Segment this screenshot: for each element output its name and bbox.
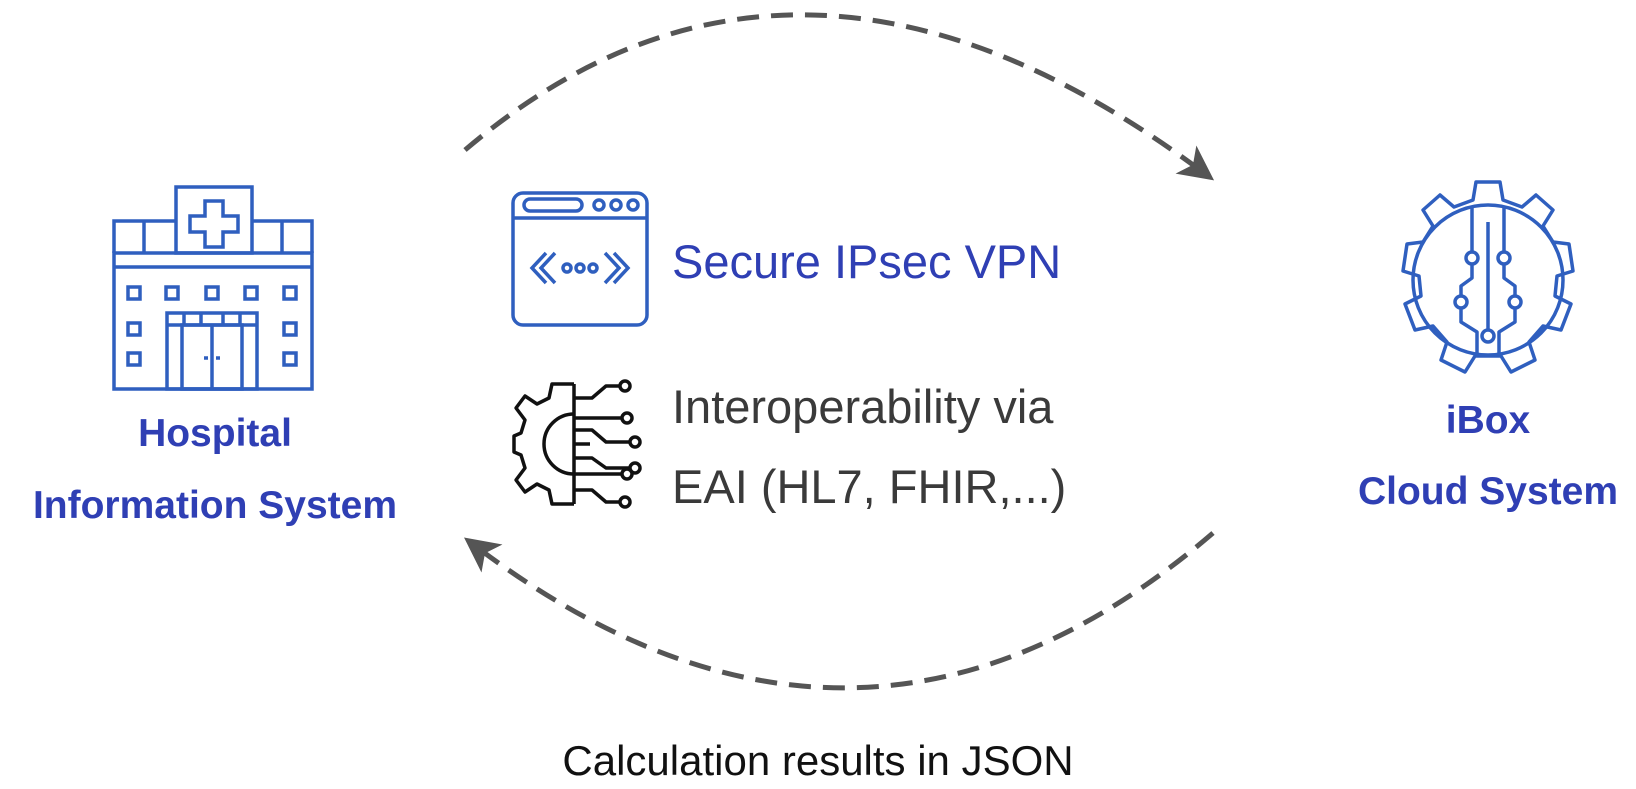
caption-text: Calculation results in JSON (562, 737, 1074, 784)
interop-label-line2: EAI (HL7, FHIR,...) (672, 460, 1067, 513)
circuit-gear-icon (1401, 180, 1575, 374)
hospital-subtitle: Information System (32, 484, 398, 527)
vpn-label: Secure IPsec VPN (672, 235, 1062, 288)
bottom-arrow (464, 531, 1215, 691)
ibox-subtitle: Cloud System (1357, 470, 1619, 513)
hospital-title: Hospital (138, 412, 292, 455)
gear-circuit-icon (512, 379, 642, 509)
hospital-building-icon (112, 185, 314, 391)
interop-label-line1: Interoperability via (672, 380, 1054, 433)
ibox-title: iBox (1445, 399, 1531, 442)
top-arrow (463, 12, 1215, 181)
browser-code-window-icon (511, 191, 649, 327)
